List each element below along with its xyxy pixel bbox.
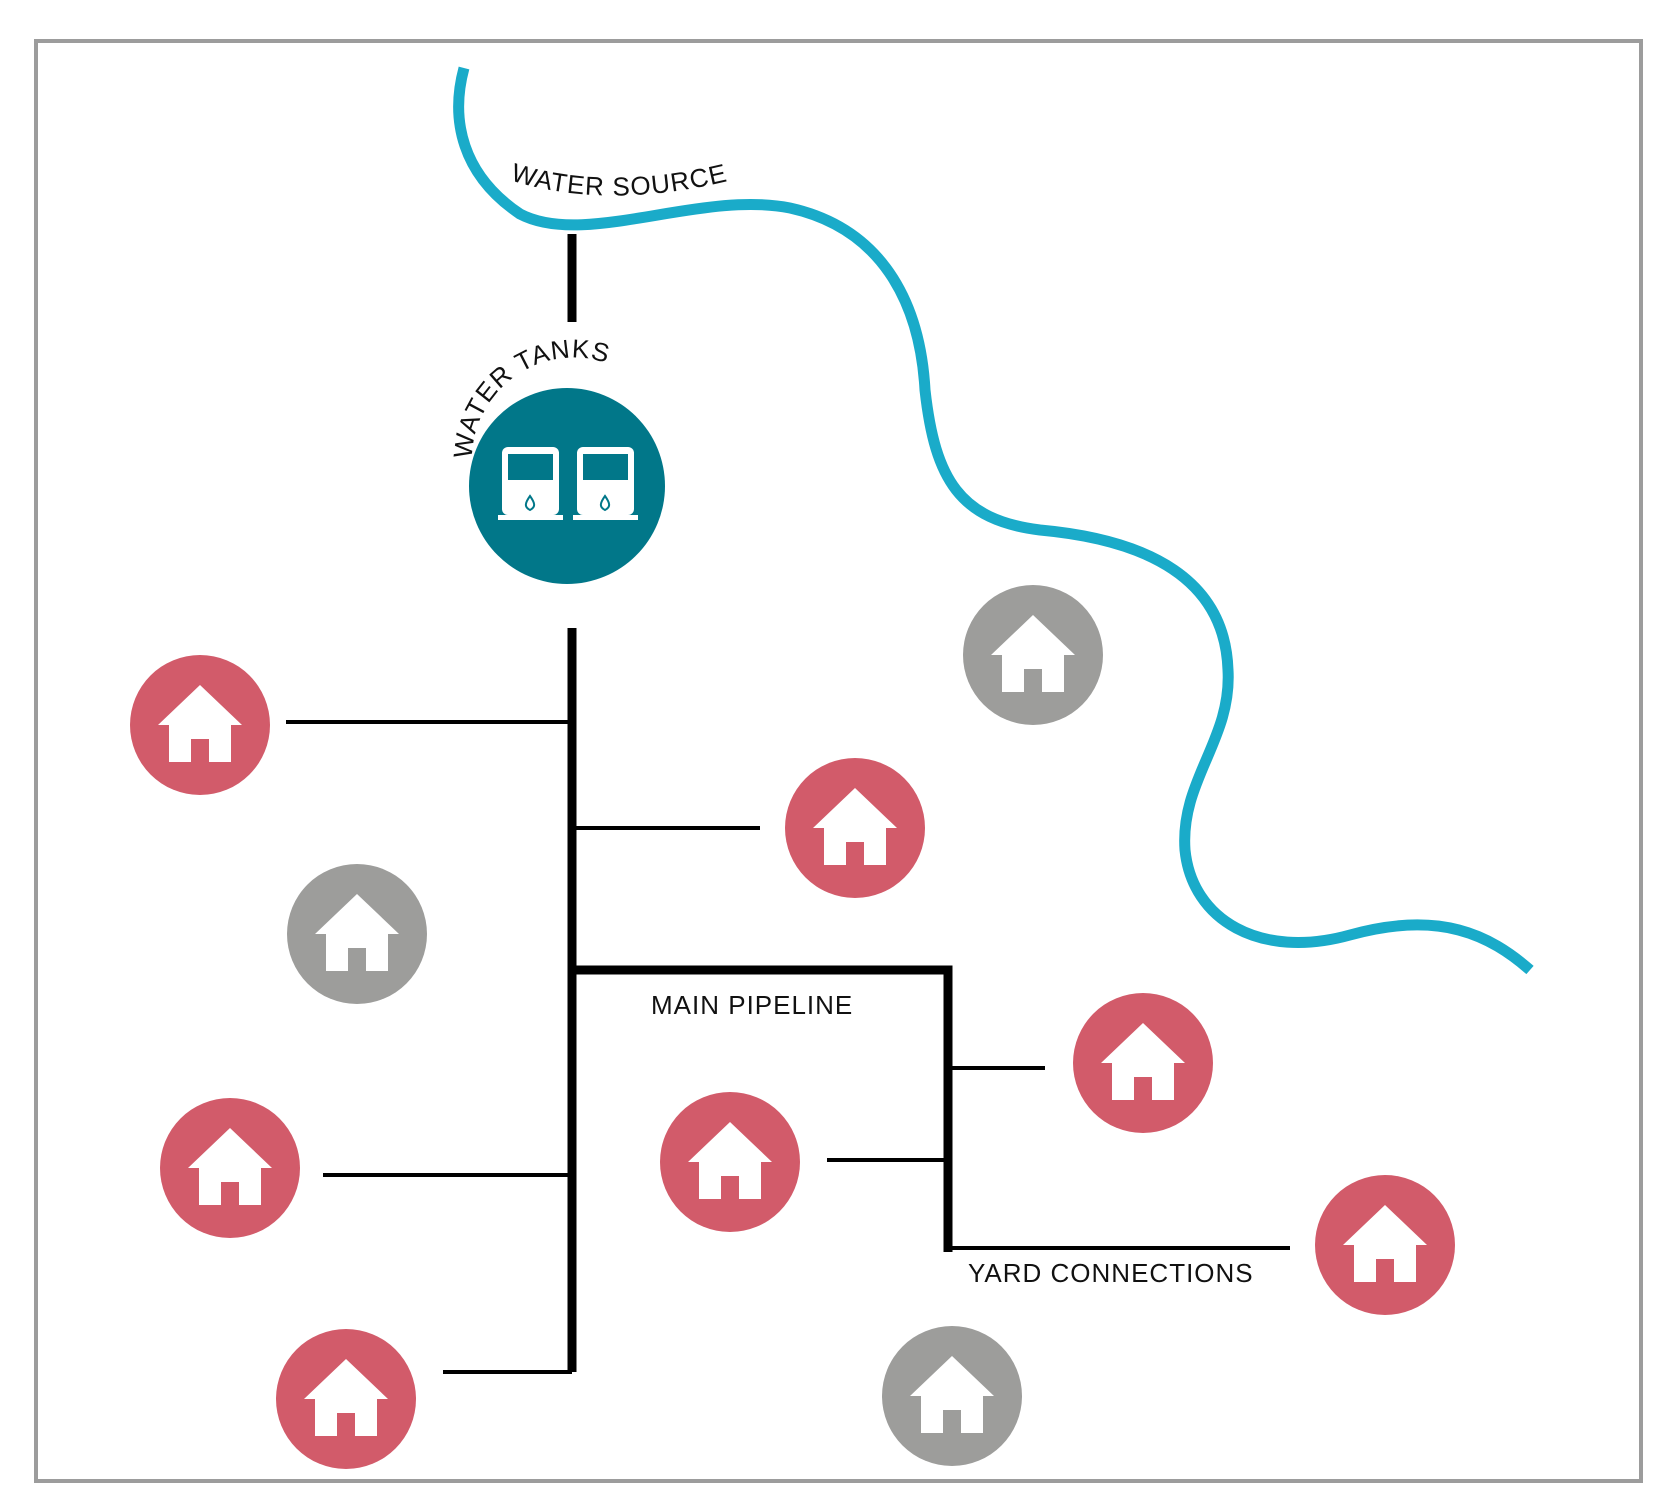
water-tank-icon	[498, 447, 563, 520]
unconnected-house	[882, 1326, 1022, 1466]
unconnected-house	[963, 585, 1103, 725]
house-icon	[991, 615, 1075, 692]
house-icon	[158, 685, 242, 762]
connected-house	[1073, 993, 1213, 1133]
water-source-river	[453, 66, 1534, 975]
water-tanks-circle	[469, 388, 665, 584]
connected-house	[660, 1092, 800, 1232]
unconnected-house	[287, 864, 427, 1004]
water-tanks-node	[469, 388, 665, 584]
house-icon	[1101, 1023, 1185, 1100]
connected-house	[160, 1098, 300, 1238]
house-icon	[688, 1122, 772, 1199]
house-icon	[304, 1359, 388, 1436]
connected-house	[276, 1329, 416, 1469]
yard-connections	[286, 720, 1290, 1374]
house-icon	[315, 894, 399, 971]
houses-layer	[130, 585, 1455, 1469]
connected-house	[1315, 1175, 1455, 1315]
house-icon	[1343, 1205, 1427, 1282]
water-tank-icon	[573, 447, 638, 520]
house-icon	[813, 788, 897, 865]
house-icon	[910, 1356, 994, 1433]
house-icon	[188, 1128, 272, 1205]
connected-house	[785, 758, 925, 898]
yard-connections-label: YARD CONNECTIONS	[968, 1258, 1254, 1288]
connected-house	[130, 655, 270, 795]
main-pipeline-label: MAIN PIPELINE	[651, 990, 853, 1020]
